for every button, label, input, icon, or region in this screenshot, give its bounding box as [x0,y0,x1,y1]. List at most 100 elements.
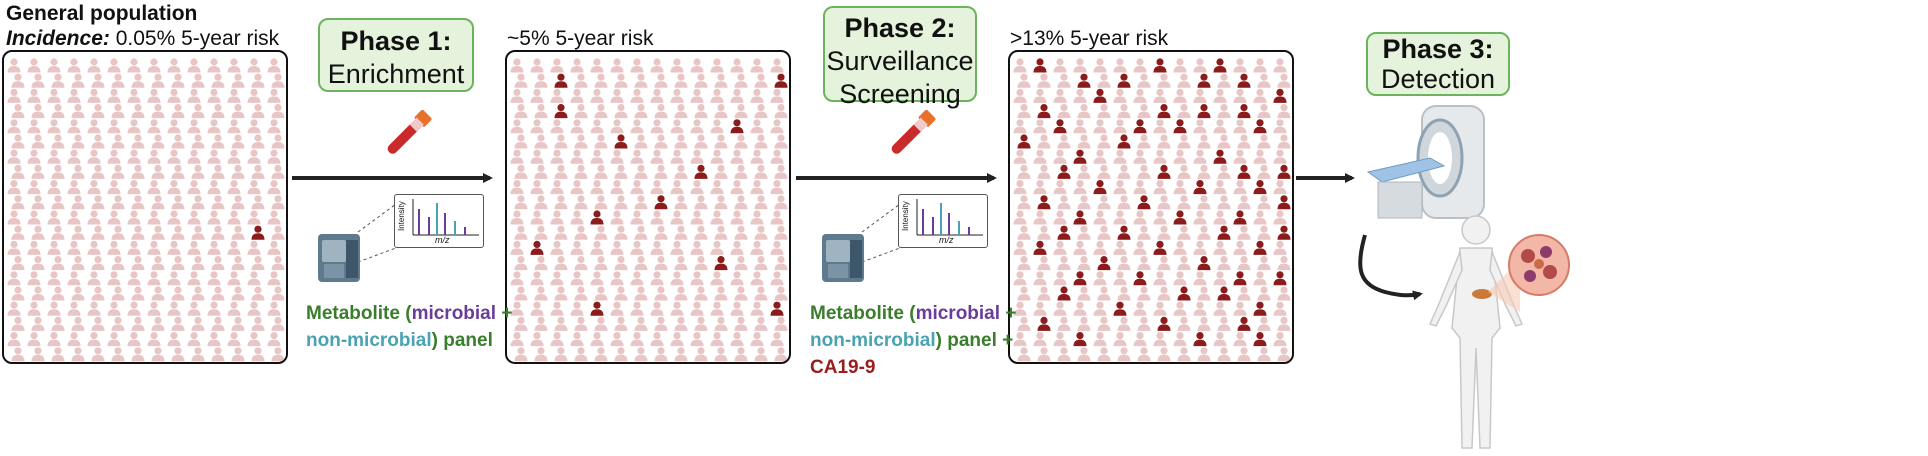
person-icon [610,301,624,316]
person-icon [774,286,788,301]
person-icon [267,149,281,164]
person-icon [710,119,724,134]
person-icon [514,225,528,240]
person-icon [1053,240,1067,255]
person-icon [594,286,608,301]
person-icon [71,164,85,179]
person-icon [754,164,768,179]
blood-tube-icon [387,109,432,154]
person-icon [1117,286,1131,301]
person-icon [1033,301,1047,316]
person-icon [610,88,624,103]
person-icon [1233,58,1247,73]
person-icon [187,332,201,347]
person-icon [11,195,25,210]
person-icon [187,210,201,225]
person-icon [131,225,145,240]
person-icon [1013,301,1027,316]
person-icon [1017,104,1031,119]
person-icon [1217,347,1231,362]
person-icon [694,225,708,240]
person-icon [247,210,261,225]
person-icon [271,195,285,210]
person-icon [11,104,25,119]
person-icon [111,73,125,88]
person-icon [1017,73,1031,88]
person-icon [1033,271,1047,286]
phase-2-title: Phase 2: [844,13,956,43]
spectrum-y-label: Intensity [901,201,910,231]
panel-word: panel [437,330,493,351]
person-icon [1273,301,1287,316]
person-icon-high-risk [1213,58,1227,73]
person-icon [1137,347,1151,362]
person-icon [1257,104,1271,119]
person-icon [227,210,241,225]
person-icon [1113,149,1127,164]
person-icon [151,316,165,331]
person-icon [650,301,664,316]
person-icon [47,58,61,73]
panel-metabolite: Metabolite [810,303,904,324]
person-icon [1017,256,1031,271]
person-icon [1097,134,1111,149]
person-icon [7,210,21,225]
person-icon [1133,210,1147,225]
person-icon-high-risk [1117,134,1131,149]
phase-1-subtitle: Enrichment [327,59,465,89]
person-icon-high-risk [1177,286,1191,301]
person-icon [674,164,688,179]
person-icon [207,119,221,134]
person-icon [7,58,21,73]
person-icon [634,256,648,271]
person-icon [231,134,245,149]
person-icon [1133,58,1147,73]
person-icon [151,104,165,119]
population-grid-surveillance [1008,50,1294,364]
person-icon-high-risk [590,210,604,225]
person-icon [1173,240,1187,255]
person-icon-high-risk [1037,104,1051,119]
person-icon [510,58,524,73]
phase-3-subtitle: Detection [1380,64,1496,94]
person-icon [227,301,241,316]
person-icon [710,271,724,286]
person-icon [1157,134,1171,149]
person-icon-high-risk [1017,134,1031,149]
person-icon [1053,301,1067,316]
population-title: General population [6,2,198,25]
phase-2-subtitle-line1: Surveillance [826,46,974,76]
person-icon [1217,134,1231,149]
person-icon-high-risk [1253,119,1267,134]
mass-spec-group-2 [820,192,992,284]
person-icon [1093,58,1107,73]
person-icon [227,271,241,286]
person-icon [774,164,788,179]
person-icon [1213,119,1227,134]
person-icon [151,347,165,362]
person-icon [1257,225,1271,240]
person-icon [730,180,744,195]
person-icon [247,332,261,347]
person-icon [570,119,584,134]
person-icon [1177,225,1191,240]
person-icon [267,58,281,73]
person-icon [1257,316,1271,331]
person-icon [710,210,724,225]
person-icon [574,286,588,301]
person-icon [610,149,624,164]
person-icon [710,58,724,73]
person-icon [1117,104,1131,119]
person-icon [231,286,245,301]
person-icon [51,134,65,149]
person-icon [227,240,241,255]
person-icon [770,88,784,103]
person-icon [714,73,728,88]
person-icon [1077,286,1091,301]
person-icon [1213,180,1227,195]
person-icon [71,195,85,210]
person-icon [127,301,141,316]
person-icon [147,301,161,316]
person-icon [67,240,81,255]
person-icon [630,88,644,103]
